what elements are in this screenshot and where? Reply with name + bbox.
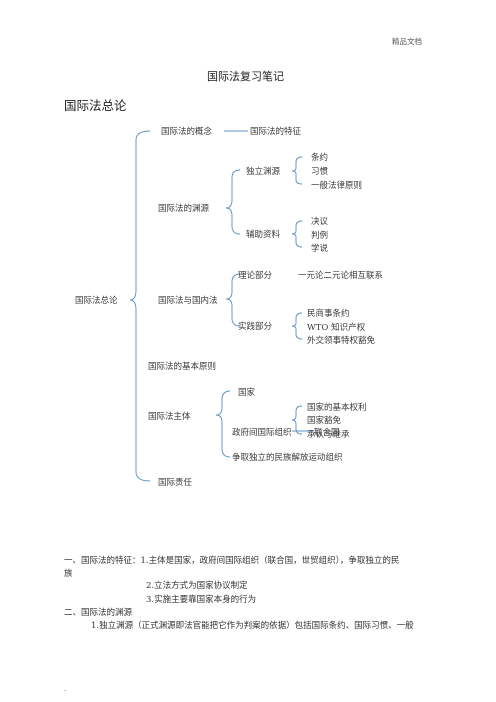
- document-title: 国际法复习笔记: [207, 70, 284, 83]
- node-diplomatic-immunity: 外交领事特权豁免: [307, 336, 376, 346]
- node-sources: 国际法的渊源: [158, 204, 210, 214]
- node-concept: 国际法的概念: [161, 127, 213, 137]
- paragraph-1-line-4: 3.实施主要靠国家本身的行为: [146, 595, 257, 605]
- node-general-principles: 一般法律原则: [311, 181, 363, 191]
- node-igo: 政府间国际组织: [232, 428, 292, 438]
- node-resolutions: 决议: [311, 217, 329, 227]
- node-doctrine: 学说: [311, 244, 329, 254]
- node-practice: 实践部分: [238, 322, 273, 332]
- node-subjects: 国际法主体: [148, 412, 191, 422]
- node-judgments: 判例: [311, 231, 329, 241]
- paragraph-2-line-1: 1.独立渊源（正式渊源即法官能把它作为判案的依据）包括国际条约、国际习惯、一般: [91, 621, 414, 631]
- section-heading: 国际法总论: [64, 98, 127, 113]
- node-state-rights: 国家的基本权利: [307, 403, 367, 413]
- node-custom: 习惯: [311, 167, 329, 177]
- paragraph-1-line-2: 族: [64, 569, 73, 579]
- node-auxiliary-sources: 辅助资料: [246, 230, 281, 240]
- node-basic-principles: 国际法的基本原则: [148, 362, 217, 372]
- mindmap-root: 国际法总论: [75, 296, 118, 306]
- node-responsibility: 国际责任: [158, 478, 193, 488]
- paragraph-2-heading: 二、国际法的渊源: [64, 608, 133, 618]
- node-domestic-law: 国际法与国内法: [158, 296, 218, 306]
- footer-mark: .: [64, 684, 67, 693]
- header-label: 精品文档: [392, 37, 422, 46]
- node-theory: 理论部分: [238, 271, 273, 281]
- node-civil-treaty: 民商事条约: [307, 309, 350, 319]
- paragraph-1-line-1: 一、国际法的特征：1.主体是国家，政府间国际组织（联合国，世贸组织），争取独立的…: [64, 556, 400, 566]
- node-un: 联合国: [314, 428, 340, 438]
- node-liberation: 争取独立的民族解放运动组织: [232, 453, 343, 463]
- node-state-immunity: 国家豁免: [307, 416, 342, 426]
- paragraph-1-line-3: 2.立法方式为国家协议制定: [146, 581, 248, 591]
- node-independent-sources: 独立渊源: [246, 167, 281, 177]
- node-state: 国家: [238, 388, 256, 398]
- node-feature: 国际法的特征: [250, 127, 302, 137]
- node-theory-note: 一元论二元论相互联系: [298, 271, 384, 281]
- node-wto-ip: WTO 知识产权: [307, 323, 366, 333]
- node-recognition: 承认与继承: [307, 430, 350, 440]
- node-treaty: 条约: [311, 153, 329, 163]
